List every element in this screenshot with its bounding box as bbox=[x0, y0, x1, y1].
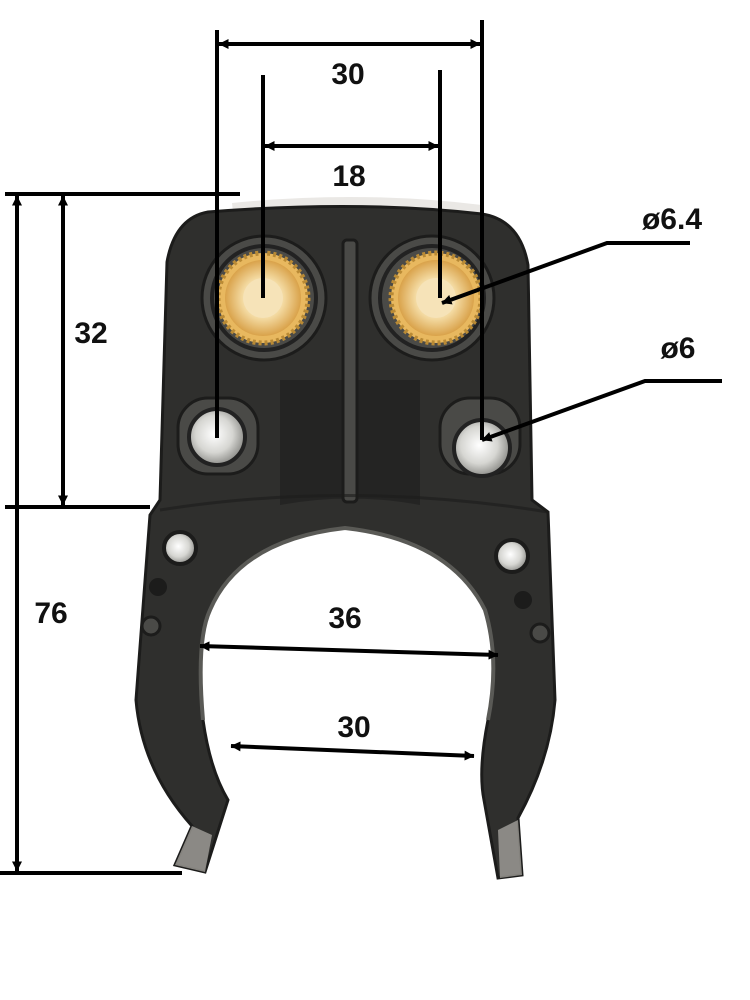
label-total-height: 76 bbox=[34, 597, 67, 630]
right-arm-pin bbox=[514, 591, 532, 609]
right-arm-hole bbox=[494, 538, 530, 574]
label-hole-diameter: ø6 bbox=[660, 332, 695, 365]
holder-body bbox=[134, 196, 557, 880]
left-arm-tip bbox=[175, 826, 212, 872]
right-arm-tip bbox=[498, 820, 522, 878]
left-arm-pin bbox=[149, 578, 167, 596]
dimension-lines bbox=[0, 20, 722, 875]
dimension-labels: 30 18 ø6.4 ø6 32 76 36 30 bbox=[34, 58, 702, 744]
dim-arrow-clip-width bbox=[199, 641, 499, 660]
label-clip-opening: 30 bbox=[337, 711, 370, 744]
clip-inner-edge bbox=[198, 525, 496, 721]
leader-insert-diameter bbox=[441, 241, 690, 305]
shoulder-line bbox=[159, 494, 549, 514]
leader-hole-diameter bbox=[481, 379, 722, 442]
dim-arrow-clip-opening bbox=[230, 741, 475, 761]
right-brass-insert bbox=[388, 250, 484, 346]
center-rib bbox=[341, 238, 359, 504]
label-outer-spacing: 30 bbox=[331, 58, 364, 91]
right-arm-dot bbox=[529, 622, 551, 644]
label-upper-height: 32 bbox=[74, 317, 107, 350]
left-arm-hole bbox=[162, 530, 198, 566]
label-inner-spacing: 18 bbox=[332, 160, 365, 193]
label-clip-width: 36 bbox=[328, 602, 361, 635]
label-insert-diameter: ø6.4 bbox=[642, 203, 702, 236]
left-arm-dot bbox=[140, 615, 162, 637]
